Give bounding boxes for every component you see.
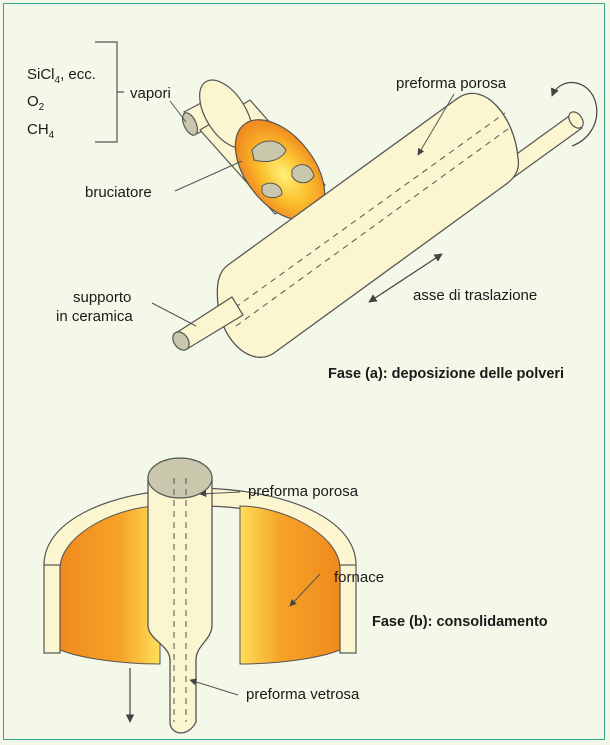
label-preforma-vetrosa: preforma vetrosa [246,686,360,703]
phase-b-group: preforma porosa fornace Fase (b): consol… [44,458,548,733]
leader-supporto [152,303,196,326]
label-ch4: CH4 [27,121,55,141]
leader-bruciatore [175,161,242,191]
label-fase-a: Fase (a): deposizione delle polveri [328,366,564,382]
label-bruciatore: bruciatore [85,184,152,201]
label-o2: O2 [27,93,45,113]
label-fornace: fornace [334,569,384,586]
label-supporto: supporto [73,289,131,306]
furnace-wall-left [44,565,60,653]
gas-bracket [95,42,124,142]
label-preforma-porosa-a: preforma porosa [396,75,507,92]
label-sicl4: SiCl4, ecc. [27,66,96,86]
leader-vapori [170,101,186,122]
leader-vetrosa [190,680,238,695]
preform-b [148,478,212,733]
label-vapori: vapori [130,85,171,102]
preform-top-cap [148,458,212,498]
label-in-ceramica: in ceramica [56,308,133,325]
label-preforma-porosa-b: preforma porosa [248,483,359,500]
label-fase-b: Fase (b): consolidamento [372,614,548,630]
label-asse-traslazione: asse di traslazione [413,287,537,304]
phase-a-group: SiCl4, ecc. O2 CH4 vapori bruciatore pre… [27,42,597,382]
